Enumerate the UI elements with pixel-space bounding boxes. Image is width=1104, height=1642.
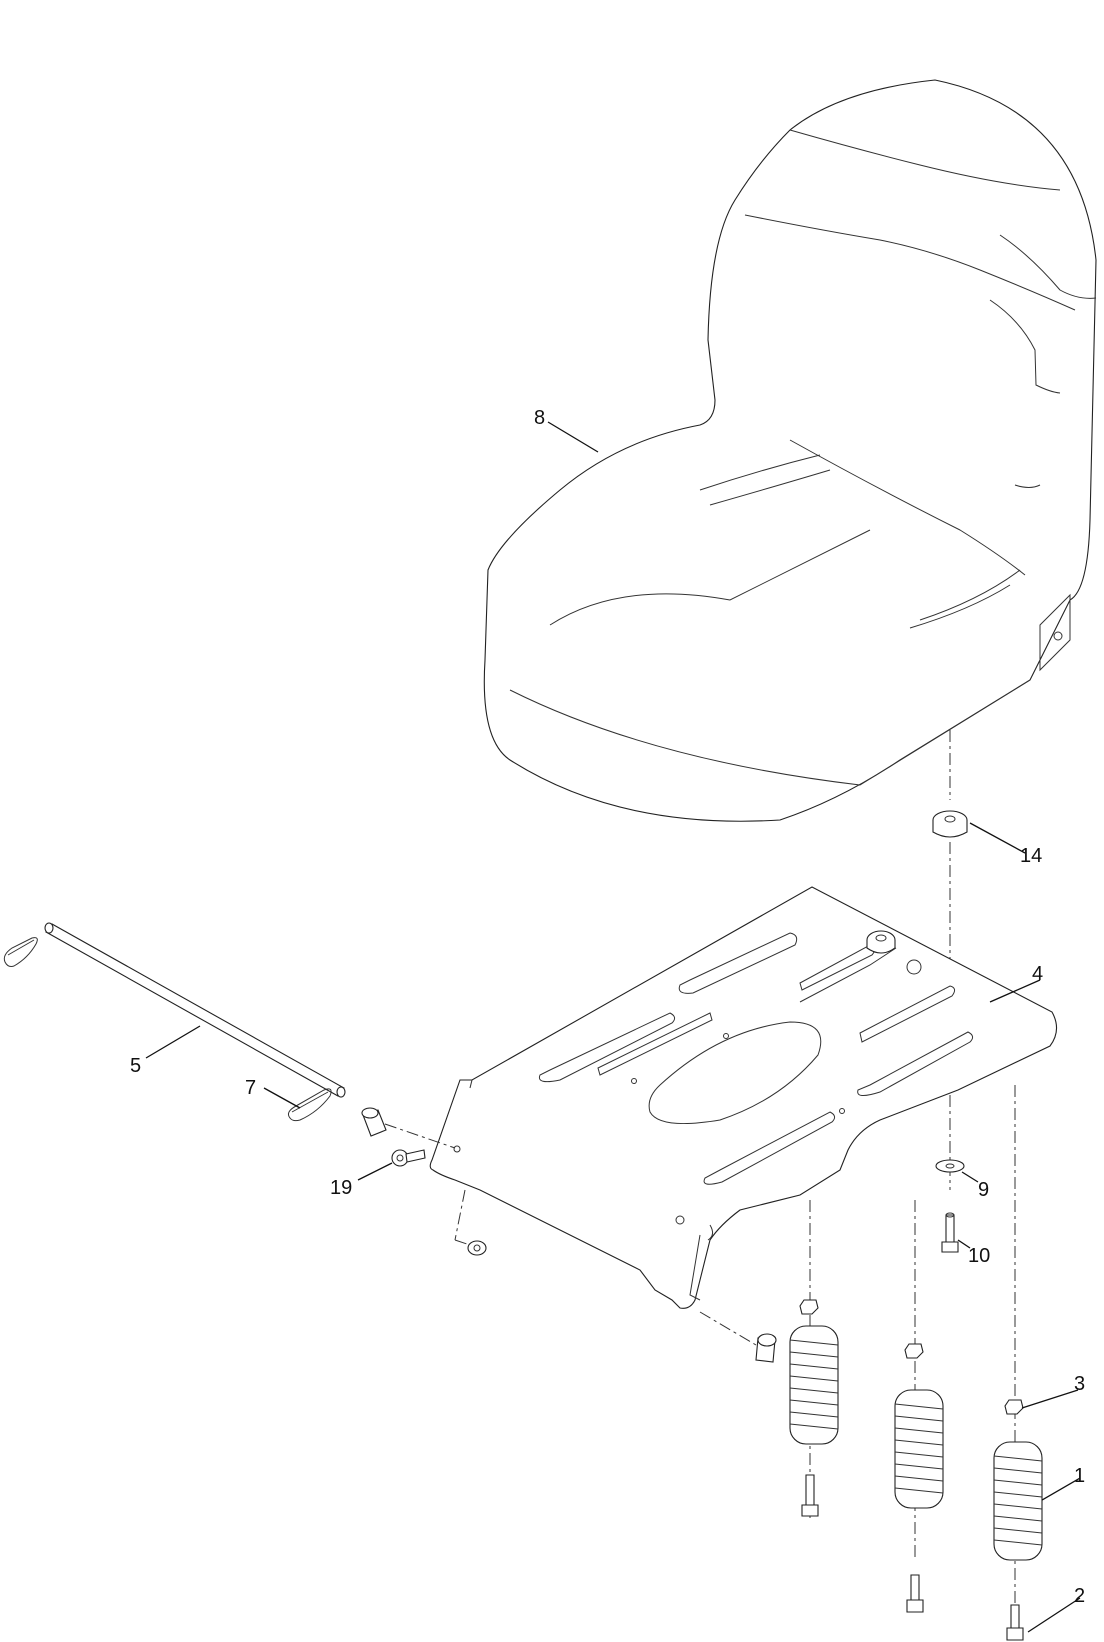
nut-lower-left <box>454 1189 487 1256</box>
callout-3: 3 <box>1074 1373 1085 1395</box>
washer-9 <box>935 1159 965 1173</box>
seat <box>483 79 1097 822</box>
callouts: 8 14 4 5 7 19 9 10 3 1 2 <box>130 407 1085 1607</box>
hairpin-clip-7 <box>288 1088 332 1122</box>
callout-8: 8 <box>534 407 545 429</box>
bolt-10 <box>941 1212 959 1253</box>
callout-5: 5 <box>130 1055 141 1077</box>
spring-left <box>789 1325 839 1445</box>
hairpin-clip-upper <box>3 937 38 967</box>
spring-middle <box>894 1389 944 1509</box>
bushing-upper <box>361 1107 456 1149</box>
bolt-19 <box>391 1149 426 1167</box>
callout-7: 7 <box>245 1077 256 1099</box>
callout-10: 10 <box>968 1245 990 1267</box>
callout-19: 19 <box>330 1177 352 1199</box>
spring-assembly-middle <box>894 1200 944 1613</box>
callout-2: 2 <box>1074 1585 1085 1607</box>
callout-9: 9 <box>978 1179 989 1201</box>
spring-assembly-left <box>789 1200 839 1520</box>
spring-right <box>993 1441 1043 1561</box>
spacer-14 <box>932 730 968 838</box>
callout-14: 14 <box>1020 845 1042 867</box>
spring-assembly-right <box>993 1085 1043 1641</box>
seat-plate <box>429 886 1058 1309</box>
callout-1: 1 <box>1074 1465 1085 1487</box>
rod-5 <box>44 922 346 1098</box>
callout-4: 4 <box>1032 963 1043 985</box>
leader-lines <box>145 421 1081 1633</box>
bushing-lower <box>699 1311 777 1363</box>
